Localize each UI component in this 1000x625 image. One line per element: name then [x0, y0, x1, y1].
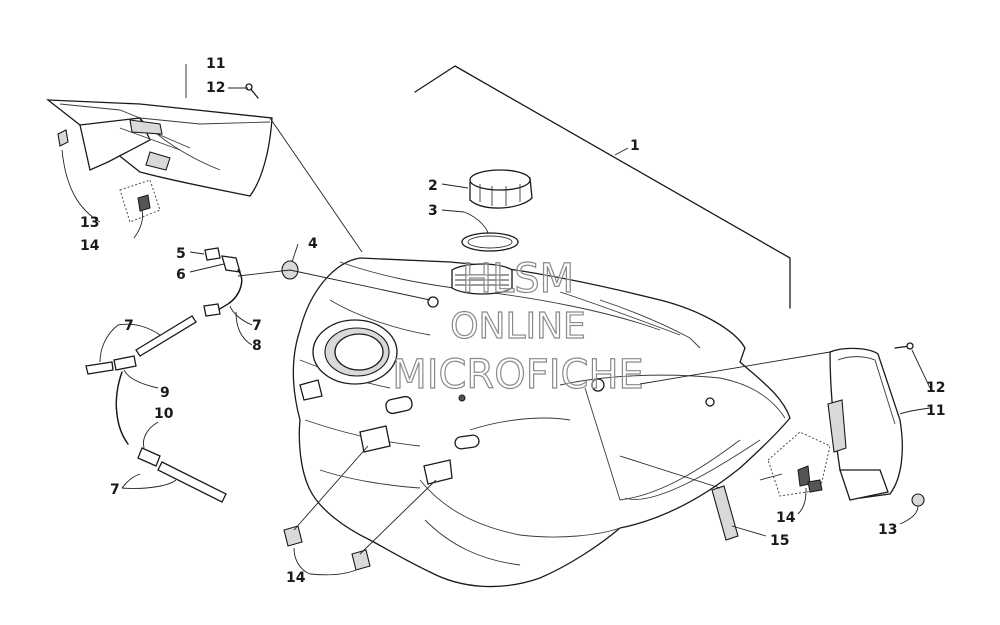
- callout-1: 1: [630, 138, 640, 154]
- clip-lower-right: [351, 549, 371, 571]
- assembly-bracket: [414, 65, 791, 309]
- callout-10: 10: [154, 406, 174, 422]
- callout-11-right: 11: [926, 403, 945, 419]
- left-side-panel: [46, 99, 273, 197]
- callout-labels: 1 2 3 4 5 6 7 8 7 9 10 7 11 12 13 14 12 …: [80, 56, 945, 586]
- screw-right: [894, 342, 914, 350]
- callout-7-lower: 7: [110, 482, 120, 498]
- callout-6: 6: [176, 267, 186, 283]
- leader-lines: [61, 64, 931, 576]
- vent-hose-assembly: [85, 247, 243, 503]
- callout-9: 9: [160, 385, 170, 401]
- callout-12-right: 12: [926, 380, 945, 396]
- callout-4: 4: [308, 236, 318, 252]
- watermark-line-3: MICROFICHE: [392, 352, 644, 398]
- callout-14-bottom: 14: [286, 570, 306, 586]
- rivet-right: [911, 493, 925, 507]
- fuel-tank: [292, 257, 791, 588]
- watermark: HLSM ONLINE MICROFICHE: [392, 255, 645, 398]
- watermark-line-1: HLSM: [462, 256, 574, 302]
- right-side-panel: [827, 347, 903, 501]
- callout-7-left: 7: [124, 318, 134, 334]
- callout-14-right: 14: [776, 510, 796, 526]
- watermark-line-2: ONLINE: [450, 306, 586, 347]
- clip-lower-left: [283, 525, 303, 547]
- callout-13-left: 13: [80, 215, 99, 231]
- callout-15: 15: [770, 533, 789, 549]
- callout-12-left: 12: [206, 80, 225, 96]
- cap-gasket: [461, 232, 519, 252]
- screw-left: [245, 83, 259, 99]
- callout-14-left: 14: [80, 238, 100, 254]
- callout-3: 3: [428, 203, 438, 219]
- gas-cap: [469, 169, 533, 209]
- callout-2: 2: [428, 178, 438, 194]
- right-bracket: [767, 431, 831, 497]
- callout-7-upper: 7: [252, 318, 262, 334]
- callout-13-right: 13: [878, 522, 897, 538]
- filler-neck: [451, 263, 513, 295]
- left-bracket: [119, 179, 161, 223]
- callout-5: 5: [176, 246, 186, 262]
- callout-8: 8: [252, 338, 262, 354]
- fuel-pump-flange: [312, 319, 398, 385]
- rivet-left: [57, 129, 69, 147]
- foam-strip: [711, 485, 739, 541]
- callout-11-left: 11: [206, 56, 225, 72]
